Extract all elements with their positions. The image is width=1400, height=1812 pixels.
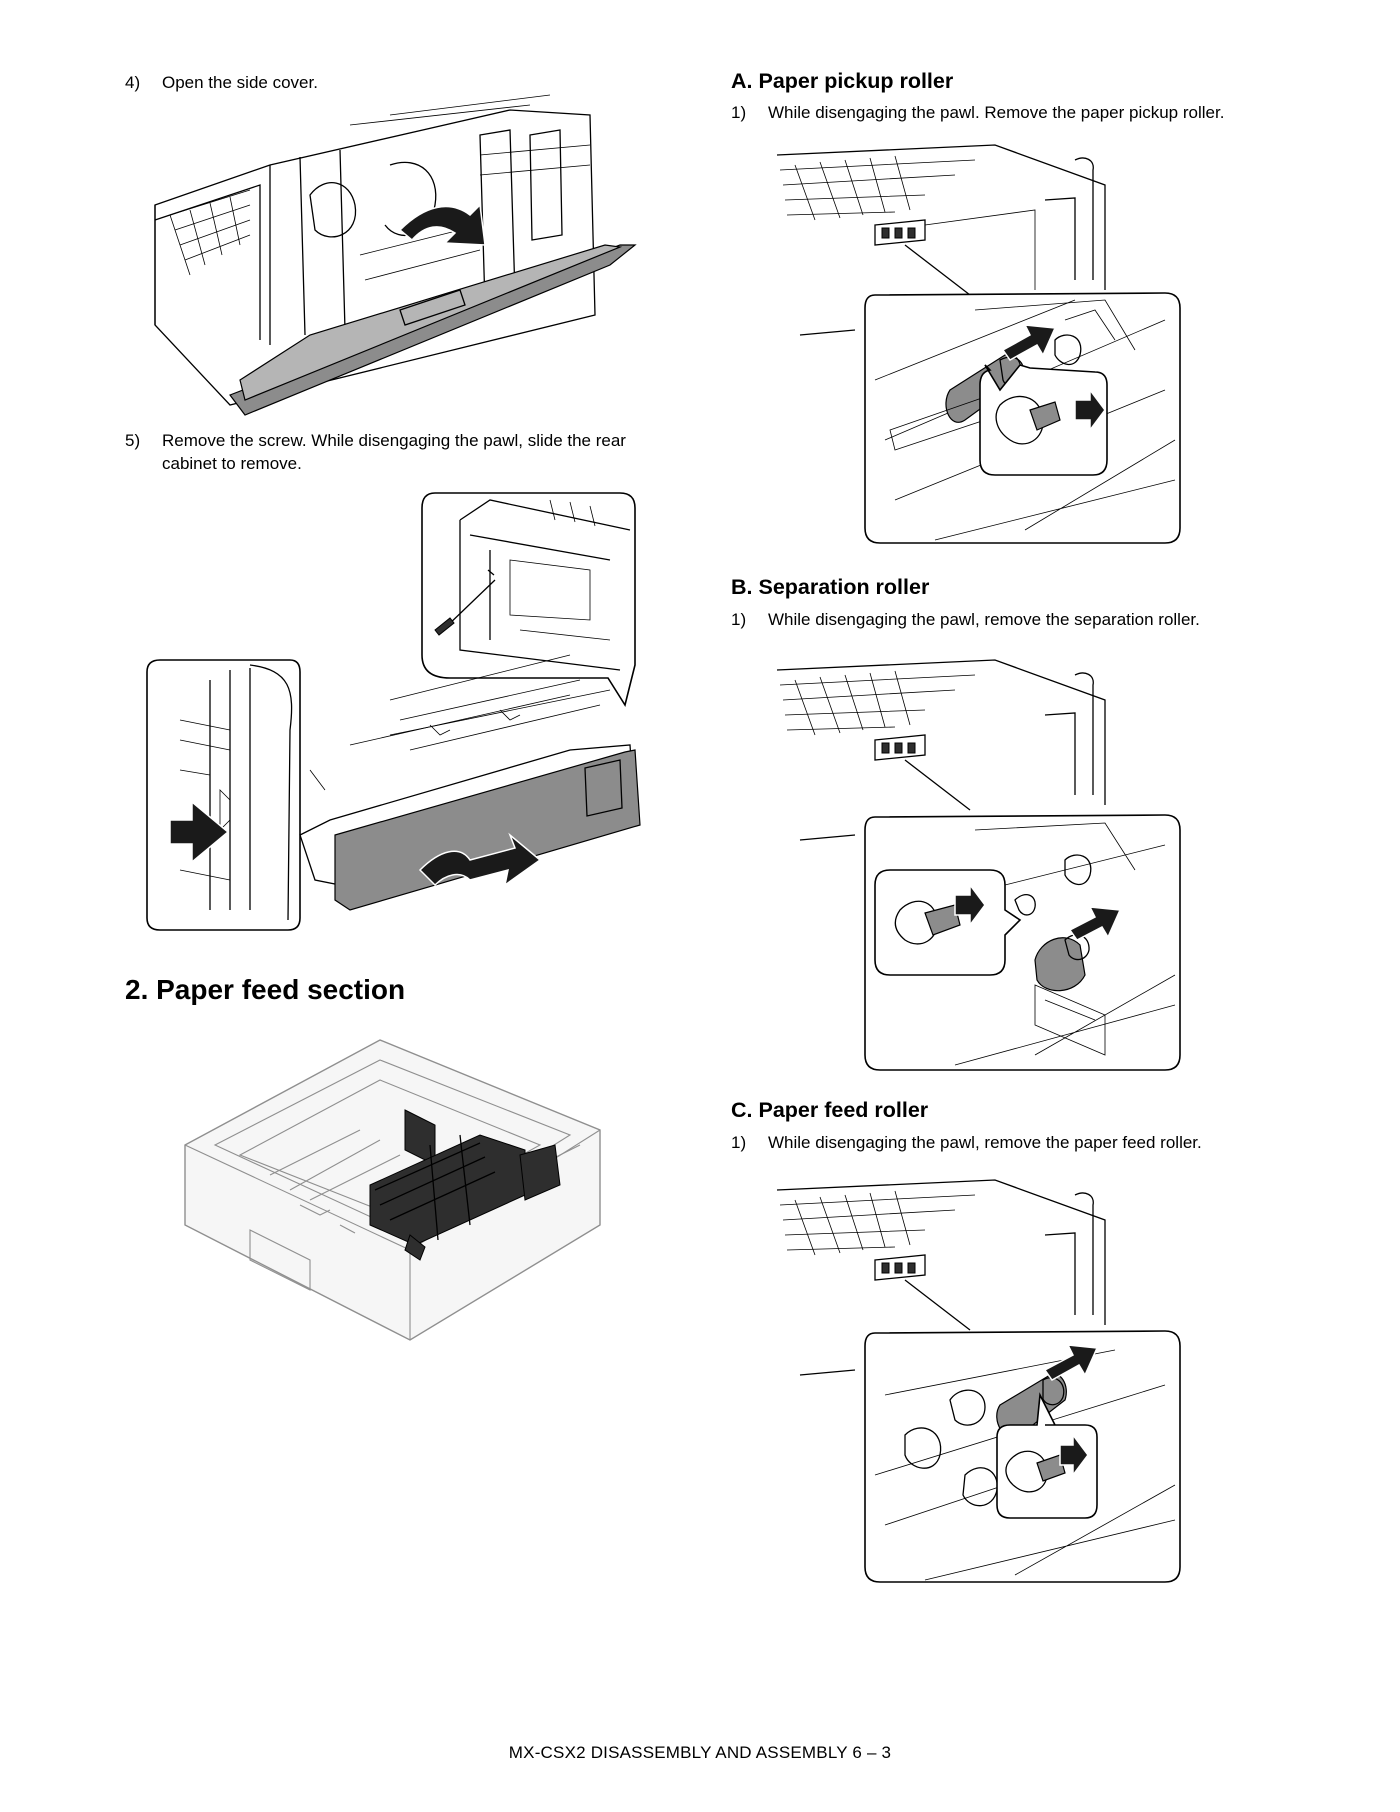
step-5-text-line2: cabinet to remove.: [162, 454, 302, 473]
step-4: 4) Open the side cover.: [125, 71, 685, 95]
section-a-heading: A. Paper pickup roller: [731, 69, 954, 93]
section-c-heading: C. Paper feed roller: [731, 1098, 929, 1122]
section-b-step-number: 1): [731, 610, 747, 629]
section-a-step: 1) While disengaging the pawl. Remove th…: [731, 101, 1331, 125]
remove-rear-cabinet-illustration: [146, 492, 641, 931]
open-side-cover-illustration: [154, 94, 637, 416]
paper-feed-section-illustration: [184, 1039, 601, 1341]
paper-pickup-roller-illustration: [776, 144, 1181, 544]
section-a-step-number: 1): [731, 103, 747, 122]
separation-roller-illustration: [776, 659, 1181, 1071]
step-4-text: Open the side cover.: [162, 73, 318, 92]
section-c-step-number: 1): [731, 1133, 747, 1152]
step-5-text-line1: Remove the screw. While disengaging the …: [162, 431, 626, 450]
step-5: 5) Remove the screw. While disengaging t…: [125, 429, 685, 479]
page-footer: MX-CSX2 DISASSEMBLY AND ASSEMBLY 6 – 3: [508, 1743, 892, 1762]
section-c-step: 1) While disengaging the pawl, remove th…: [731, 1131, 1331, 1155]
section-c-step-text: While disengaging the pawl, remove the p…: [768, 1133, 1202, 1152]
section-b-step: 1) While disengaging the pawl, remove th…: [731, 608, 1331, 632]
paper-feed-roller-illustration: [776, 1179, 1181, 1583]
step-5-number: 5): [125, 431, 141, 450]
section-heading-paper-feed: 2. Paper feed section: [125, 974, 406, 1005]
section-b-heading: B. Separation roller: [731, 575, 930, 599]
section-a-step-text: While disengaging the pawl. Remove the p…: [768, 103, 1225, 122]
section-b-step-text: While disengaging the pawl, remove the s…: [768, 610, 1200, 629]
step-4-number: 4): [125, 73, 141, 92]
